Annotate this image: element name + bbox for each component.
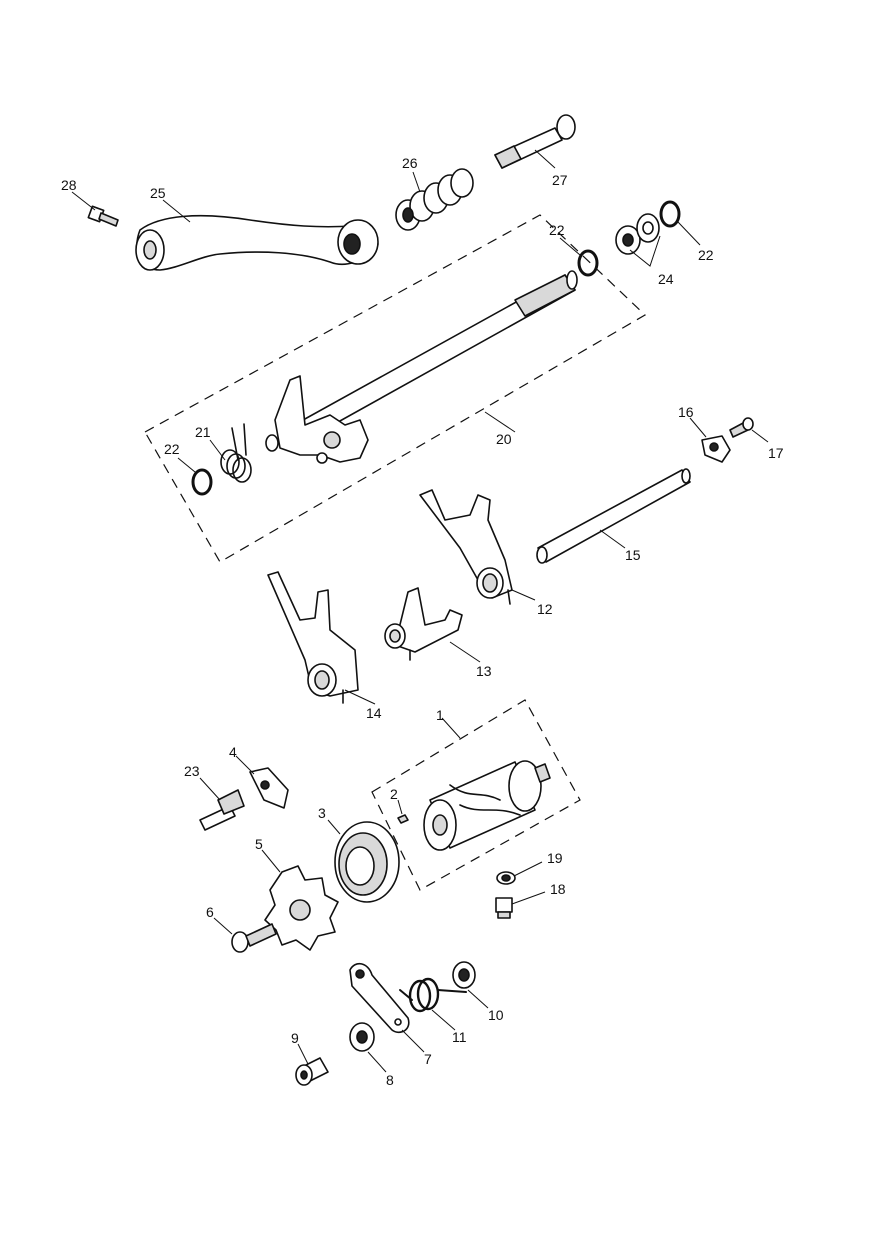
callout-9: 9 — [291, 1030, 299, 1046]
part-22-circlip-shaft — [577, 249, 599, 277]
callout-20: 20 — [496, 431, 512, 447]
part-11-spring — [399, 977, 467, 1013]
callout-2: 2 — [390, 786, 398, 802]
part-3-bearing — [334, 821, 400, 903]
callout-25: 25 — [150, 185, 166, 201]
part-8-washer — [349, 1022, 375, 1052]
callout-1: 1 — [436, 707, 444, 723]
callout-21: 21 — [195, 424, 211, 440]
part-6-bolt — [231, 923, 277, 953]
part-2-pin — [397, 814, 409, 824]
callout-28: 28 — [61, 177, 77, 193]
callout-4: 4 — [229, 744, 237, 760]
part-27-pivot-bolt — [494, 114, 576, 169]
callout-7: 7 — [424, 1051, 432, 1067]
part-9-bolt — [295, 1057, 329, 1086]
part-13-selector-fork — [384, 587, 463, 661]
part-4-plate — [249, 767, 289, 809]
callout-13: 13 — [476, 663, 492, 679]
part-26-rubber — [395, 168, 474, 231]
leader-lines — [71, 149, 769, 1073]
callout-24: 24 — [658, 271, 674, 287]
part-12-selector-fork — [419, 489, 513, 605]
callout-6: 6 — [206, 904, 214, 920]
callout-15: 15 — [625, 547, 641, 563]
part-20-selector-shaft — [265, 270, 578, 464]
assembly-box-1 — [371, 699, 581, 891]
part-15-fork-shaft — [536, 468, 691, 564]
callout-23: 23 — [184, 763, 200, 779]
callout-18: 18 — [550, 881, 566, 897]
part-22-circlip-left — [191, 468, 213, 496]
callout-22-top: 22 — [698, 247, 714, 263]
part-19-washer — [496, 871, 516, 885]
part-14-selector-fork — [267, 571, 359, 704]
part-21-spring — [220, 423, 252, 483]
assembly-box-20 — [144, 214, 646, 563]
callout-5: 5 — [255, 836, 263, 852]
callout-19: 19 — [547, 850, 563, 866]
part-24-washers — [615, 213, 660, 255]
callout-26: 26 — [402, 155, 418, 171]
part-17-screw — [729, 417, 754, 438]
callout-10: 10 — [488, 1007, 504, 1023]
part-16-stopper-plate — [701, 435, 731, 463]
callout-8: 8 — [386, 1072, 394, 1088]
callout-11: 11 — [452, 1029, 467, 1045]
callout-27: 27 — [552, 172, 568, 188]
part-7-selector-arm — [349, 962, 410, 1034]
callout-22-shaft: 22 — [549, 222, 565, 238]
callout-12: 12 — [537, 601, 553, 617]
callout-22-left: 22 — [164, 441, 180, 457]
part-23-stud — [199, 789, 245, 831]
part-28-bolt — [87, 205, 119, 227]
part-25-gear-lever — [135, 214, 379, 271]
callout-14: 14 — [366, 705, 382, 721]
part-5-detent-star — [264, 865, 339, 951]
part-10-washer — [452, 961, 476, 989]
callout-3: 3 — [318, 805, 326, 821]
callout-16: 16 — [678, 404, 694, 420]
part-22-circlip-top — [659, 200, 681, 228]
callout-numbers: 28 25 26 27 22 22 24 20 21 22 16 17 15 1… — [61, 155, 784, 1088]
part-18-plug — [495, 897, 513, 919]
part-1-selector-drum — [423, 760, 551, 851]
callout-17: 17 — [768, 445, 784, 461]
